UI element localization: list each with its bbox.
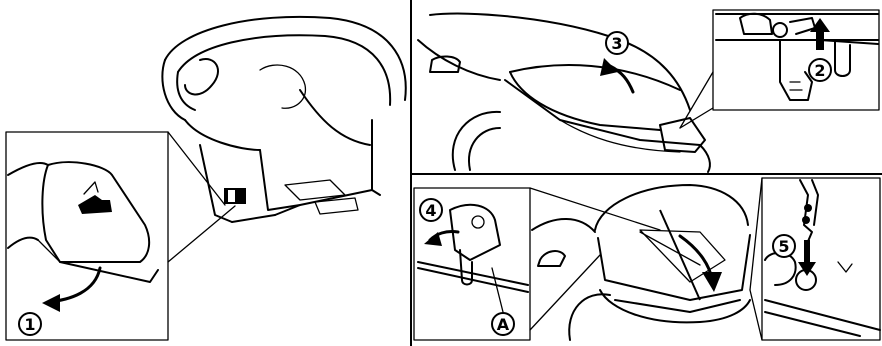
dashboard-lower-panel [200,120,380,222]
hood-icon [78,182,112,214]
zoom-inset-frame [713,10,879,110]
zoom-leader-line [680,108,713,128]
zoom-leader-line [750,290,762,340]
svg-text:3: 3 [611,34,622,53]
svg-text:5: 5 [778,237,789,256]
panel-secondary-latch: 3 2 [418,10,879,172]
lower-rod-arrow-icon [680,236,722,292]
zoom-leader-line [530,188,660,230]
steering-wheel-drawing [162,17,405,150]
svg-text:2: 2 [814,61,825,80]
callout-step-3: 3 [606,32,628,54]
secondary-latch-closeup [716,14,878,100]
zoom-leader-line [750,178,762,290]
svg-text:A: A [497,315,510,334]
panel-hood-release-lever: 1 [6,17,406,340]
lift-hood-arrow-icon [600,58,633,92]
callout-step-1: 1 [19,313,41,335]
car-front-drawing [418,14,710,172]
panel-rod-clip: 5 [750,178,880,340]
hood-release-lever-location [224,188,246,204]
zoom-leader-line [168,206,235,262]
svg-text:4: 4 [425,201,436,220]
pull-lever-arrow-icon [42,268,100,312]
svg-text:1: 1 [24,315,35,334]
callout-part-a: A [492,313,514,335]
car-hood-open-drawing [532,185,750,340]
zoom-leader-line [680,72,713,128]
rod-clip-closeup [765,180,880,336]
panel-support-rod: 4 A [414,185,750,340]
hood-release-lever-closeup [8,162,158,282]
zoom-leader-line [168,132,225,205]
callout-step-4: 4 [420,199,442,221]
support-rod-icon [660,210,700,300]
callout-step-2: 2 [809,59,831,81]
callout-step-5: 5 [773,235,795,257]
